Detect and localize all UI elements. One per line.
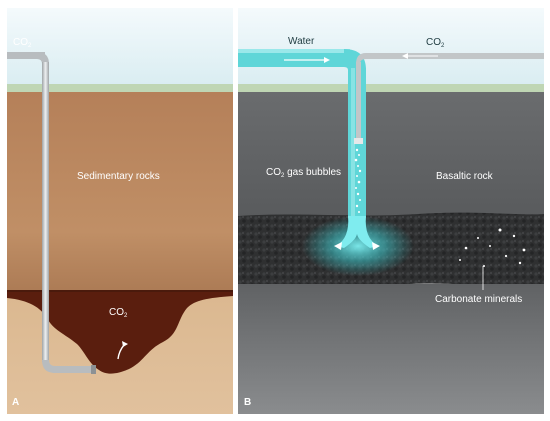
co2-inlet-label: CO2 — [13, 37, 32, 49]
carbonate-mineral-sparkles — [459, 228, 526, 267]
co2-pipe-vertical — [356, 62, 361, 142]
sky — [7, 8, 233, 90]
co2-pipe — [366, 53, 544, 59]
water-label: Water — [288, 36, 315, 47]
basaltic-rock-upper — [238, 92, 544, 216]
injection-pipe-vertical — [42, 62, 49, 362]
co2-plume-label: CO2 — [109, 307, 128, 319]
ground-surface — [7, 84, 233, 92]
water-outflow — [336, 216, 378, 248]
panel-a-illustration — [7, 8, 233, 414]
basaltic-rock-lower — [238, 284, 544, 414]
injection-pipe-top — [7, 52, 45, 59]
pipe-nozzle — [91, 365, 96, 374]
co2-gas-bubbles-label: CO2 gas bubbles — [266, 167, 342, 179]
panel-b-illustration — [238, 8, 544, 414]
basaltic-rock-label: Basaltic rock — [436, 171, 493, 182]
injection-glow — [302, 216, 414, 276]
panel-b-letter: B — [244, 397, 252, 408]
co2-inlet-label: CO2 — [426, 37, 445, 49]
panel-b-basalt-storage: Water CO2 CO2 gas bubbles Basaltic rock … — [238, 8, 544, 414]
sedimentary-rocks-label: Sedimentary rocks — [77, 171, 160, 182]
co2-gas-bubbles — [354, 148, 362, 213]
panel-a-letter: A — [12, 397, 20, 408]
co2-plume — [7, 292, 233, 374]
injection-pipe-outlet — [53, 366, 93, 373]
panel-a-sedimentary-storage: CO2 Sedimentary rocks CO2 A — [7, 8, 233, 414]
sedimentary-rock-layer — [7, 92, 233, 292]
carbonate-minerals-label: Carbonate minerals — [435, 294, 523, 305]
water-pipe — [238, 49, 350, 67]
ground-surface — [238, 84, 544, 92]
